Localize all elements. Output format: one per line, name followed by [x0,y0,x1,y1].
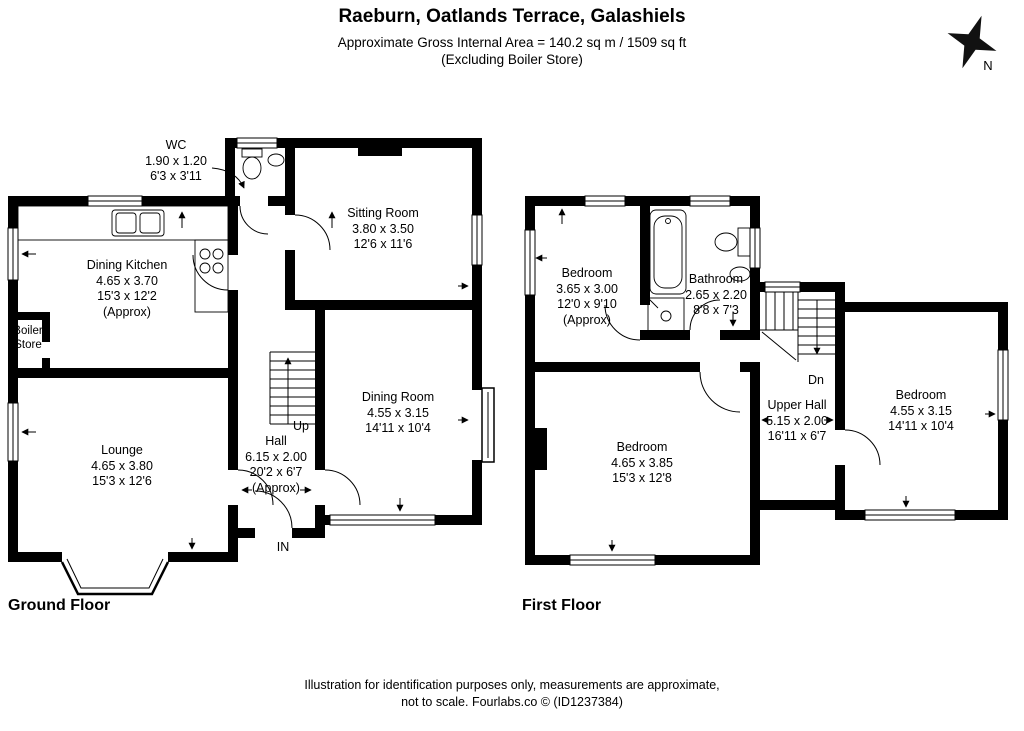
room-name: WC [165,138,187,152]
room-dim-imperial: 15'3 x 12'2 [97,289,157,303]
ground-floor-doors [192,205,361,529]
hob-icon [199,248,224,274]
room-dim-imperial: 8'8 x 7'3 [693,303,739,317]
wc-fixtures [241,148,285,180]
bathtub-icon [649,209,687,295]
room-dim-approx: (Approx) [563,312,611,327]
room-name: Hall [265,434,287,448]
area-subtitle: Approximate Gross Internal Area = 140.2 … [337,35,687,50]
room-dim-imperial: 12'0 x 9'10 [557,297,617,311]
room-label-lounge: Lounge 4.65 x 3.80 15'3 x 12'6 [91,443,153,490]
basin-icon [267,153,285,167]
page-title: Raeburn, Oatlands Terrace, Galashiels [338,6,686,27]
first-floor-windows [524,195,1009,566]
stairs-up [269,351,315,425]
disclaimer-line2: not to scale. Fourlabs.co © (ID1237384) [401,695,623,709]
bathroom-fixtures [647,209,751,335]
room-dim-metric: 2.65 x 2.20 [685,287,747,302]
room-label-bedroom-front: Bedroom 3.65 x 3.00 12'0 x 9'10 (Approx) [556,266,618,328]
room-dim-approx: (Approx) [252,480,300,495]
room-dim-metric: 1.90 x 1.20 [145,153,207,168]
room-dim-metric: 3.80 x 3.50 [352,221,414,236]
room-name: Dining Room [361,390,435,404]
room-dim-imperial: 16'11 x 6'7 [767,429,827,443]
room-label-dining-kitchen: Dining Kitchen 4.65 x 3.70 15'3 x 12'2 (… [87,258,168,320]
room-name: Lounge [101,443,143,457]
room-name-line2: Store [14,339,42,352]
room-dim-metric: 6.15 x 2.00 [245,449,307,464]
room-dim-imperial: 15'3 x 12'8 [612,471,672,485]
toilet-icon [241,148,263,158]
room-dim-approx: (Approx) [103,304,151,319]
room-dim-metric: 4.55 x 3.15 [890,403,952,418]
room-label-sitting-room: Sitting Room 3.80 x 3.50 12'6 x 11'6 [347,206,419,253]
ground-floor-title: Ground Floor [8,597,111,614]
room-label-wc: WC 1.90 x 1.20 6'3 x 3'11 [145,138,207,185]
room-name: Dining Kitchen [86,258,168,272]
ground-floor-plan [8,138,482,562]
room-dim-metric: 4.65 x 3.70 [96,273,158,288]
room-dim-metric: 3.65 x 3.00 [556,281,618,296]
room-dim-imperial: 14'11 x 10'4 [365,421,431,435]
stairs-up-label: Up [293,419,309,433]
shower-icon [647,297,685,335]
toilet-icon [714,227,751,257]
kitchen-fixtures [17,205,229,313]
room-dim-imperial: 20'2 x 6'7 [249,465,303,479]
room-name: Sitting Room [347,206,419,220]
room-dim-metric: 4.65 x 3.85 [611,455,673,470]
area-subtitle-note: (Excluding Boiler Store) [441,52,583,67]
room-label-hall: Hall 6.15 x 2.00 20'2 x 6'7 (Approx) [245,434,307,496]
room-name: Upper Hall [767,398,827,412]
disclaimer-line1: Illustration for identification purposes… [304,678,720,692]
stairs-down [760,292,835,362]
room-name: Bedroom [561,266,613,280]
room-name: Bedroom [616,440,668,454]
dining-bay-window [481,387,495,463]
compass-north-label: N [983,58,992,73]
room-label-bedroom-right: Bedroom 4.55 x 3.15 14'11 x 10'4 [888,388,954,435]
first-floor-dimension-arrows [535,208,996,552]
room-name: Boiler [13,325,43,337]
ground-floor-windows [7,137,483,526]
lounge-bay-window [60,558,170,596]
room-dim-imperial: 14'11 x 10'4 [888,419,954,433]
room-label-dining-room: Dining Room 4.55 x 3.15 14'11 x 10'4 [362,390,434,437]
kitchen-sink-icon [111,209,165,237]
room-dim-metric: 4.65 x 3.80 [91,458,153,473]
room-dim-imperial: 15'3 x 12'6 [92,474,152,488]
room-dim-metric: 5.15 x 2.00 [766,413,828,428]
room-dim-imperial: 6'3 x 3'11 [150,169,202,183]
basin-icon [729,266,751,282]
compass-rose-icon: N [947,15,997,73]
room-label-bedroom-rear: Bedroom 4.65 x 3.85 15'3 x 12'8 [611,440,673,487]
ground-dimension-arrows [21,211,469,550]
room-dim-metric: 4.55 x 3.15 [367,405,429,420]
stairs-down-label: Dn [808,373,824,387]
first-floor-title: First Floor [522,597,602,614]
room-label-bathroom: Bathroom 2.65 x 2.20 8'8 x 7'3 [685,272,747,319]
room-name: Bedroom [895,388,947,402]
wc-leader-arrow [211,167,245,189]
room-name: Bathroom [688,272,744,286]
room-label-upper-hall: Upper Hall 5.15 x 2.00 16'11 x 6'7 [766,398,828,445]
first-floor-doors [604,299,881,466]
room-dim-imperial: 12'6 x 11'6 [353,237,413,251]
room-label-boiler-store: Boiler Store [13,324,42,353]
entrance-in-label: IN [276,540,290,554]
